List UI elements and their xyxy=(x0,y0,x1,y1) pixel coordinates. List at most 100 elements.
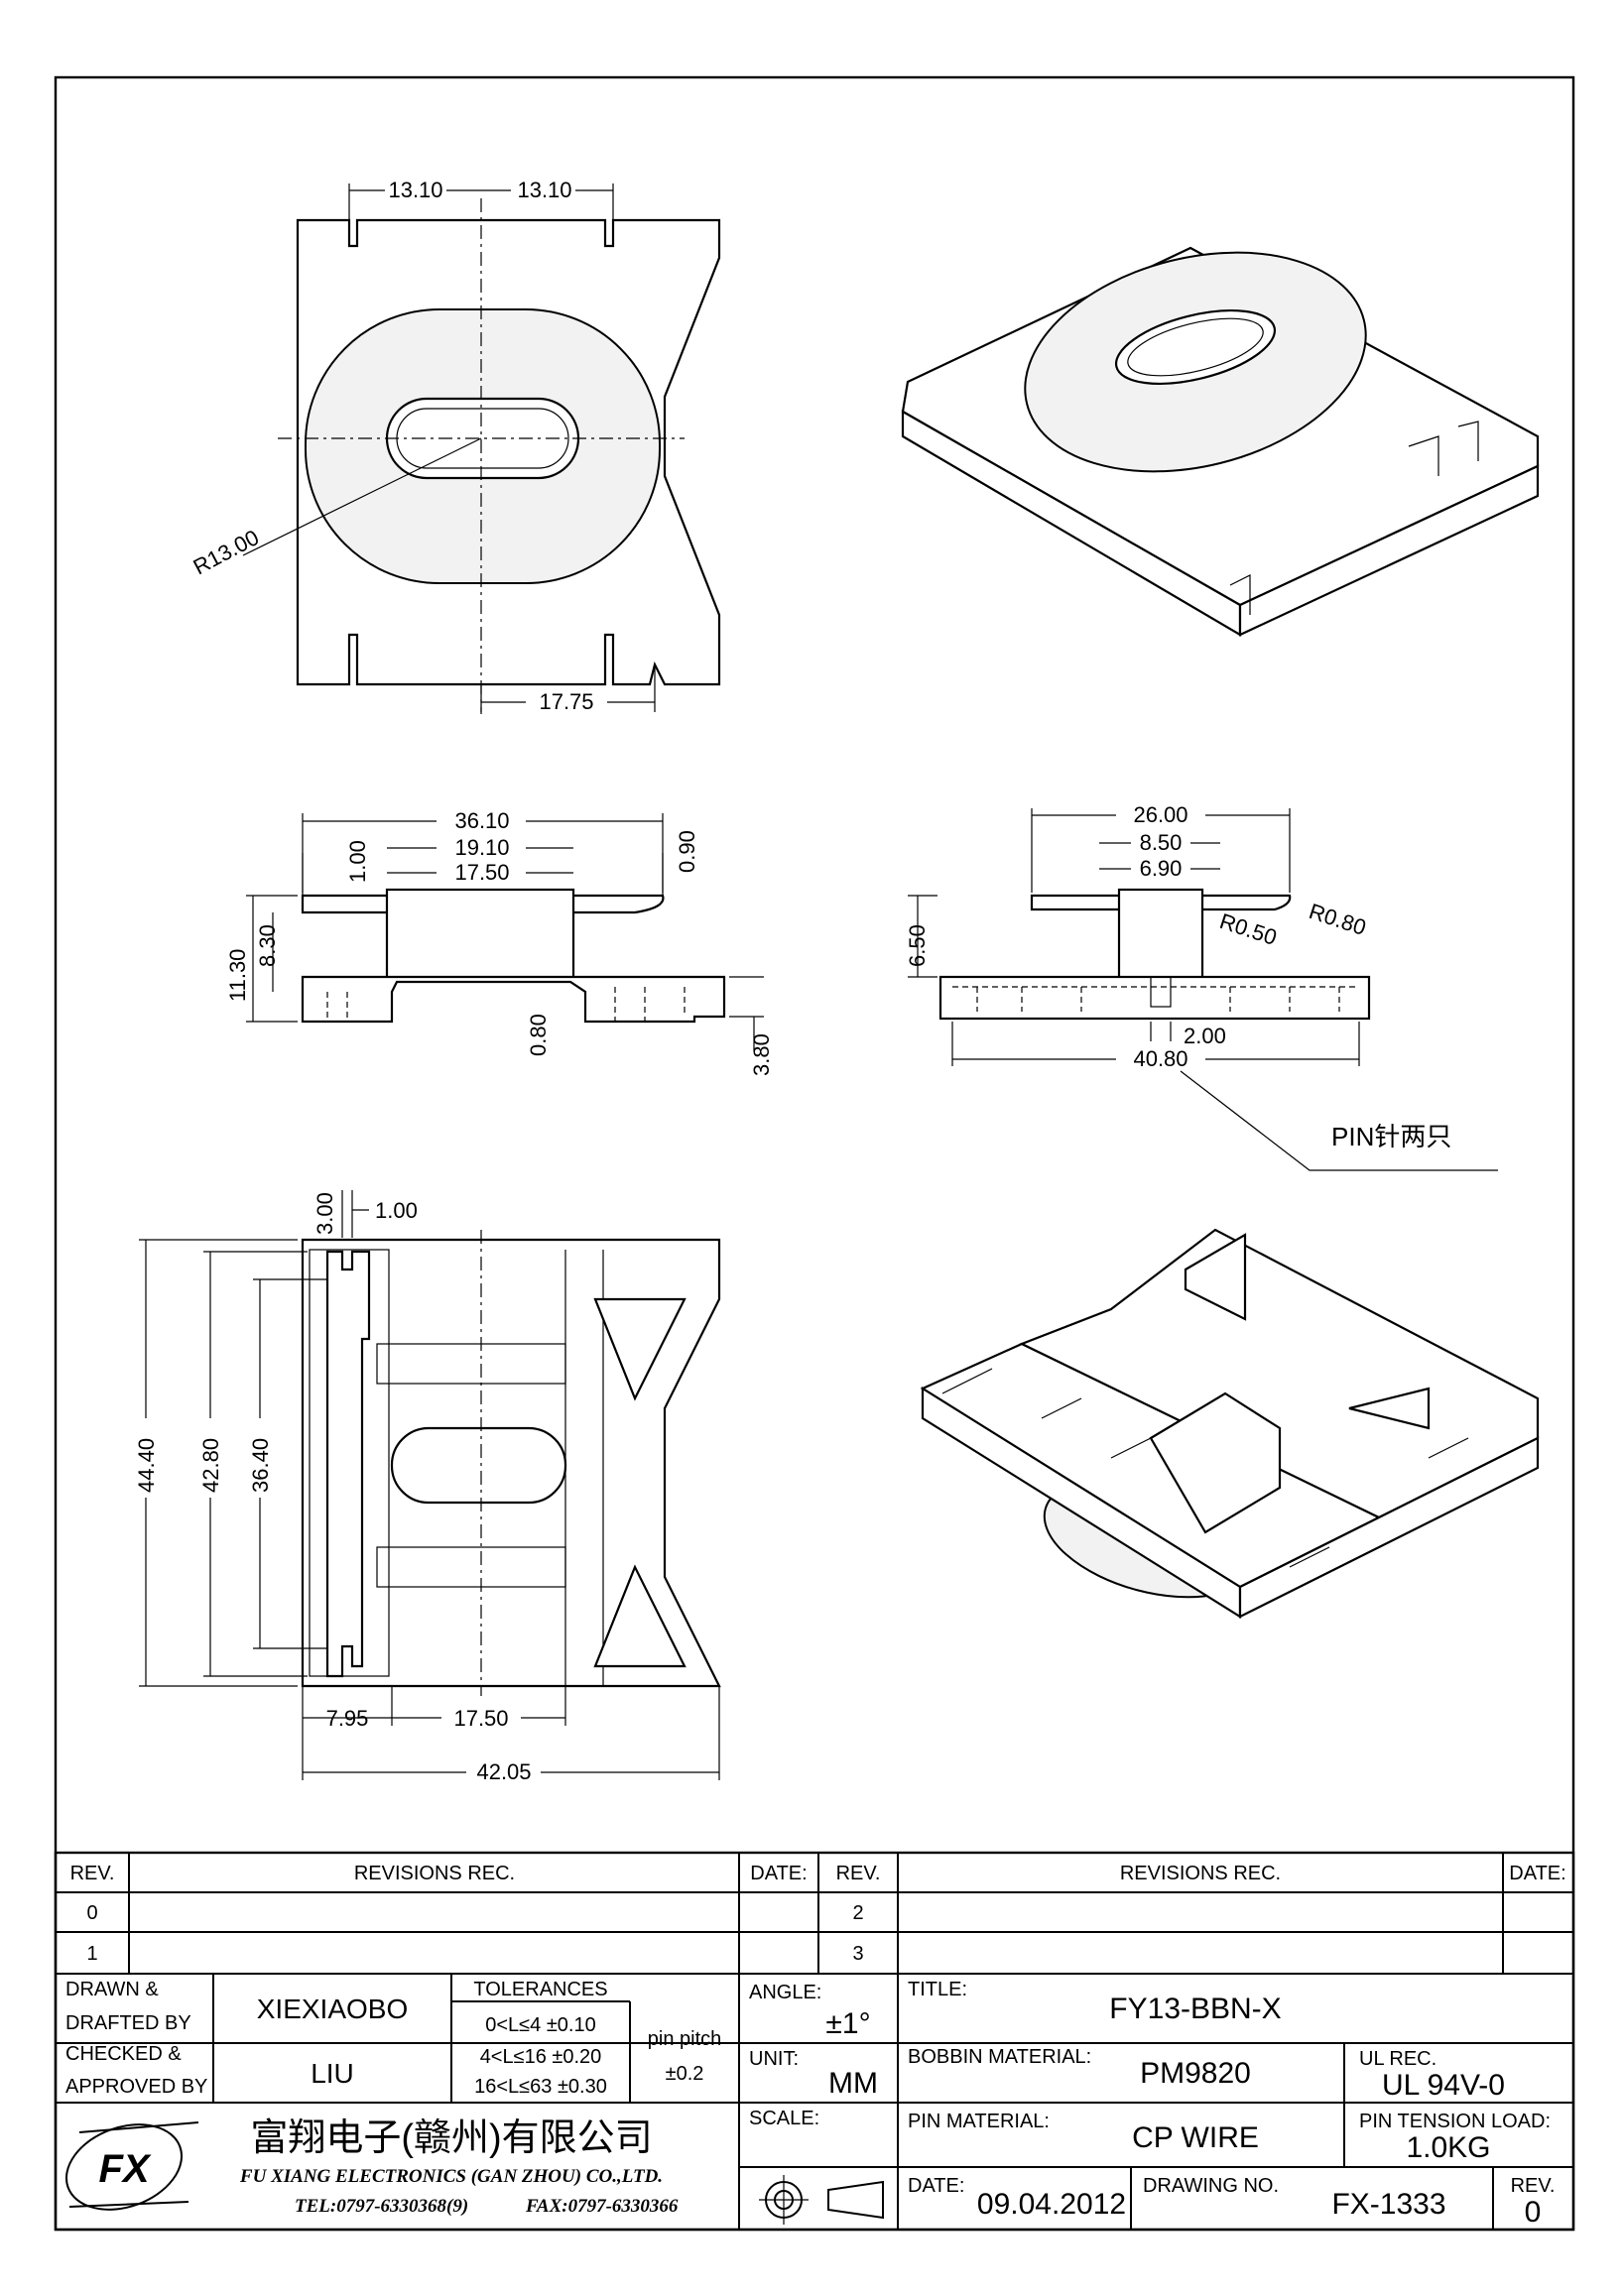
scale-label: SCALE: xyxy=(749,2108,819,2129)
drawing-no-label: DRAWING NO. xyxy=(1143,2175,1279,2197)
checked-label-1: CHECKED & xyxy=(65,2043,182,2065)
dim-40-80: 40.80 xyxy=(1133,1046,1187,1071)
dim-26-00: 26.00 xyxy=(1133,802,1187,827)
angle-label: ANGLE: xyxy=(749,1982,821,2003)
checked-label-2: APPROVED BY xyxy=(65,2076,207,2098)
dim-r0-80: R0.80 xyxy=(1306,899,1369,940)
company-cn: 富翔电子(赣州)有限公司 xyxy=(250,2117,652,2159)
rev-value: 0 xyxy=(1525,2196,1542,2229)
drawn-value: XIEXIAOBO xyxy=(257,1994,409,2024)
dim-r13: R13.00 xyxy=(189,525,263,579)
date-value: 09.04.2012 xyxy=(977,2188,1126,2221)
bottom-rib-bottom xyxy=(593,1564,687,1668)
rev-row-2: 2 xyxy=(852,1902,863,1924)
iso-view-top xyxy=(901,246,1540,637)
bottom-rail-inner xyxy=(325,1250,371,1678)
pin-material-value: CP WIRE xyxy=(1132,2121,1259,2154)
dim-3-80: 3.80 xyxy=(749,1033,774,1076)
dim-42-05: 42.05 xyxy=(476,1759,531,1784)
top-view: 13.10 13.10 R13.00 17.75 xyxy=(189,178,721,714)
unit-label: UNIT: xyxy=(749,2048,799,2070)
dim-8-50: 8.50 xyxy=(1140,830,1183,855)
rev-header-left: REV. xyxy=(70,1863,115,1884)
iso-bottom-rib-a xyxy=(1184,1233,1247,1321)
bottom-boss-bottom xyxy=(376,1546,566,1588)
company-logo: FX xyxy=(64,2121,199,2211)
bottom-boss-top xyxy=(376,1343,566,1385)
side-view: 26.00 8.50 6.90 R0.50 R0.80 6.50 2.00 40… xyxy=(905,802,1498,1171)
rev-row-3: 3 xyxy=(852,1943,863,1965)
iso-top-plate-side xyxy=(1238,464,1540,637)
dim-1-00-bottom: 1.00 xyxy=(375,1198,418,1223)
dim-0-80: 0.80 xyxy=(526,1014,551,1056)
iso-view-bottom xyxy=(920,1228,1540,1619)
rev-row-0: 0 xyxy=(86,1902,97,1924)
dim-3-00: 3.00 xyxy=(312,1192,337,1235)
tolerance-row-3: 16<L≤63 ±0.30 xyxy=(474,2076,607,2098)
dim-17-50-bottom: 17.50 xyxy=(453,1706,508,1731)
dim-2-00: 2.00 xyxy=(1184,1024,1226,1048)
angle-value: ±1° xyxy=(825,2007,870,2040)
title-label: TITLE: xyxy=(908,1979,967,2000)
tolerance-row-1: 0<L≤4 ±0.10 xyxy=(485,2014,595,2036)
side-pin xyxy=(1150,976,1172,1008)
dim-6-90: 6.90 xyxy=(1140,856,1183,881)
dim-7-95: 7.95 xyxy=(326,1706,369,1731)
iso-bottom-rail-side xyxy=(1238,1436,1540,1619)
dim-top-13-10-b: 13.10 xyxy=(517,178,571,202)
dim-44-40: 44.40 xyxy=(134,1438,159,1493)
dim-1-00-front: 1.00 xyxy=(345,840,370,883)
front-core xyxy=(385,888,575,981)
projection-symbol-icon xyxy=(739,2166,898,2225)
revisions-header-left: REVISIONS REC. xyxy=(354,1863,515,1884)
rev-row-1: 1 xyxy=(86,1943,97,1965)
bottom-rail xyxy=(309,1249,390,1677)
front-base xyxy=(301,975,726,1024)
unit-value: MM xyxy=(828,2067,878,2100)
ul-rec-value: UL 94V-0 xyxy=(1382,2069,1505,2102)
pin-note-leader xyxy=(1180,1070,1498,1171)
pin-pitch-label: pin pitch xyxy=(648,2028,722,2050)
bottom-view: 3.00 1.00 44.40 42.80 36.40 7.95 17.50 4… xyxy=(134,1190,721,1784)
tolerances-header: TOLERANCES xyxy=(473,1979,607,2000)
rev-label: REV. xyxy=(1511,2175,1556,2197)
drawing-no-value: FX-1333 xyxy=(1331,2188,1445,2221)
title-block: REV. REVISIONS REC. DATE: REV. REVISIONS… xyxy=(54,1851,1575,2232)
side-base xyxy=(938,975,1371,1021)
bottom-slot xyxy=(390,1426,567,1505)
ul-rec-label: UL REC. xyxy=(1359,2048,1437,2070)
pin-tension-value: 1.0KG xyxy=(1406,2131,1490,2164)
dim-11-30: 11.30 xyxy=(225,949,250,1002)
iso-bottom-rib-b xyxy=(1348,1387,1431,1430)
pin-pitch-value: ±0.2 xyxy=(666,2063,704,2085)
dim-r0-50: R0.50 xyxy=(1216,908,1280,950)
logo-text: FX xyxy=(98,2147,151,2191)
bobbin-material-label: BOBBIN MATERIAL: xyxy=(908,2046,1091,2068)
dim-0-90: 0.90 xyxy=(675,830,699,873)
date-header-right: DATE: xyxy=(1509,1863,1565,1884)
checked-value: LIU xyxy=(311,2058,354,2089)
dim-19-10: 19.10 xyxy=(454,835,509,860)
drawn-label-1: DRAWN & xyxy=(65,1979,159,2000)
front-view: 36.10 19.10 17.50 1.00 0.90 11.30 8.30 0… xyxy=(225,808,774,1076)
side-core xyxy=(1117,888,1204,984)
dim-17-75: 17.75 xyxy=(539,689,593,714)
iso-bottom-core xyxy=(1149,1391,1282,1534)
revisions-header-right: REVISIONS REC. xyxy=(1120,1863,1281,1884)
dim-8-30: 8.30 xyxy=(255,924,280,967)
dim-36-40: 36.40 xyxy=(248,1438,273,1493)
pin-tension-label: PIN TENSION LOAD: xyxy=(1359,2111,1551,2132)
pin-material-label: PIN MATERIAL: xyxy=(908,2111,1050,2132)
drawn-label-2: DRAFTED BY xyxy=(65,2012,191,2034)
radius-leader xyxy=(242,437,482,556)
dim-36-10: 36.10 xyxy=(454,808,509,833)
company-fax: FAX:0797-6330366 xyxy=(525,2196,679,2217)
rev-header-right: REV. xyxy=(836,1863,881,1884)
title-value: FY13-BBN-X xyxy=(1109,1993,1281,2025)
tolerance-row-2: 4<L≤16 ±0.20 xyxy=(480,2046,602,2068)
bottom-rib-top xyxy=(593,1297,687,1401)
company-tel: TEL:0797-6330368(9) xyxy=(295,2196,468,2217)
iso-top-slot xyxy=(1114,309,1277,385)
dim-top-13-10-a: 13.10 xyxy=(388,178,442,202)
